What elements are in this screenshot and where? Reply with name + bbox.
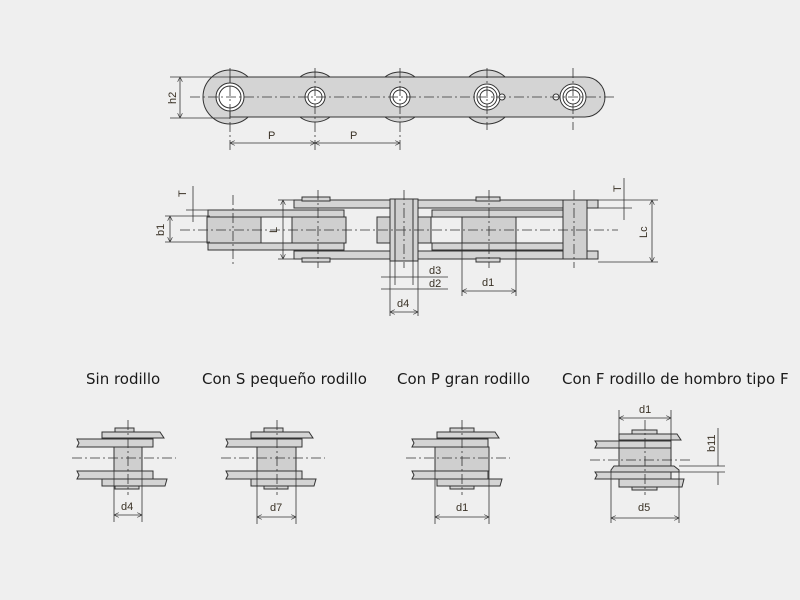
d1-label: d1: [456, 502, 468, 514]
t-label: T: [612, 185, 624, 192]
pitch-label: P: [350, 130, 357, 142]
variant-title: Con F rodillo de hombro tipo F: [562, 370, 789, 388]
d4-label: d4: [397, 298, 409, 310]
link-plate: [229, 76, 606, 118]
d1-label: d1: [639, 404, 651, 416]
variant-title: Con S pequeño rodillo: [202, 370, 367, 388]
d5-label: d5: [638, 502, 650, 514]
variant-sin-rodillo: d4: [72, 420, 176, 522]
pitch-label: P: [268, 130, 275, 142]
variant-s-rodillo: d7: [221, 420, 325, 524]
d7-label: d7: [270, 502, 282, 514]
t-label: T: [177, 190, 189, 197]
lc-label: Lc: [638, 226, 650, 238]
d4-label: d4: [121, 501, 133, 513]
b1-label: b1: [155, 224, 167, 236]
variant-title: Sin rodillo: [86, 370, 160, 388]
b11-label: b11: [706, 434, 718, 452]
variant-title: Con P gran rodillo: [397, 370, 530, 388]
l-label: L: [268, 227, 280, 233]
variant-p-rodillo: d1: [406, 420, 510, 524]
side-view: b1 T L T Lc d3 d2 d4 d1: [155, 178, 658, 316]
top-view: h2 P P: [167, 68, 615, 150]
h2-label: h2: [167, 92, 179, 104]
variant-f-rodillo: d1 d5 b11: [590, 404, 725, 523]
d3-label: d3: [429, 265, 441, 277]
d2-label: d2: [429, 278, 441, 290]
d1-label: d1: [482, 277, 494, 289]
